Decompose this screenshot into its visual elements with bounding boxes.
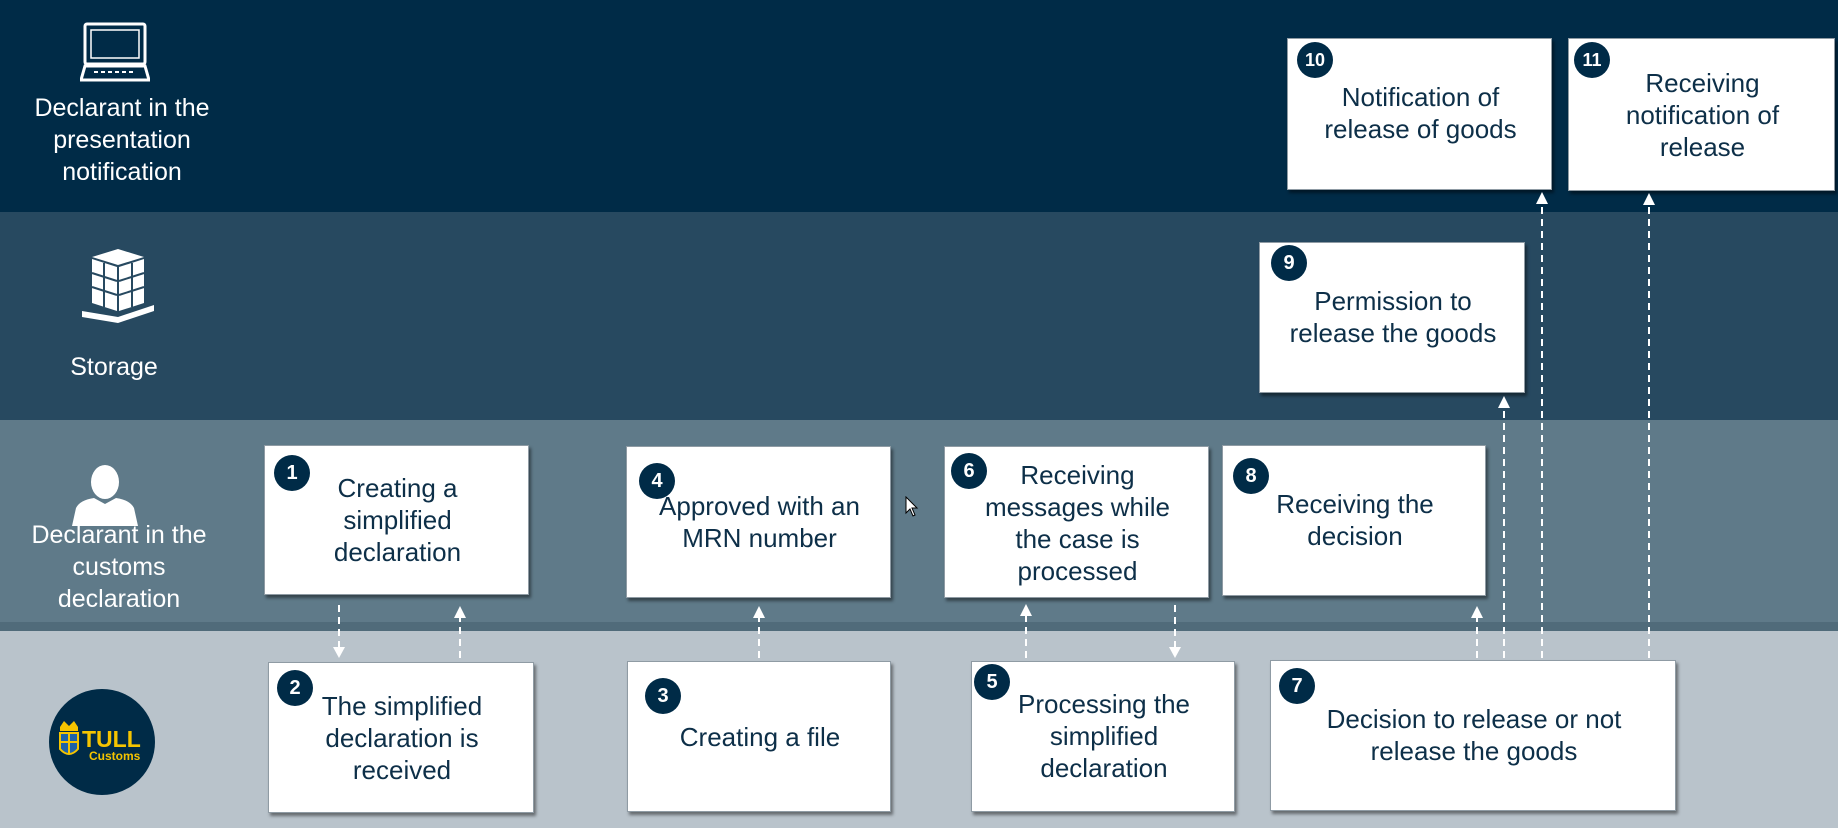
step-5-box: Processing the simplified declaration 5 <box>971 661 1235 812</box>
step-7-badge: 7 <box>1279 668 1315 704</box>
step-4-box: Approved with an MRN number 4 <box>626 446 891 598</box>
step-1-badge: 1 <box>274 455 310 491</box>
step-11-badge: 11 <box>1574 42 1610 78</box>
step-8-badge: 8 <box>1233 458 1269 494</box>
step-8-box: Receiving the decision 8 <box>1222 445 1486 596</box>
step-9-text: Permission to release the goods <box>1289 286 1497 348</box>
mouse-cursor-icon <box>905 496 919 517</box>
step-10-badge: 10 <box>1297 42 1333 78</box>
step-2-badge: 2 <box>277 670 313 706</box>
pallet-boxes-icon <box>82 249 154 323</box>
step-10-text: Notification of release of goods <box>1324 82 1517 144</box>
step-3-badge: 3 <box>645 678 681 714</box>
lane-presentation-notification <box>0 0 1838 212</box>
step-11-box: Receiving notification of release 11 <box>1568 38 1835 191</box>
step-4-badge: 4 <box>639 463 675 499</box>
step-10-box: Notification of release of goods 10 <box>1287 38 1552 190</box>
lane-label-customs-declaration: Declarant in the customs declaration <box>31 521 207 613</box>
step-6-text: Receiving messages while the case is pro… <box>985 460 1170 586</box>
step-7-text: Decision to release or not release the g… <box>1326 704 1622 766</box>
lane-label-storage: Storage <box>70 353 158 381</box>
lane-storage <box>0 212 1838 420</box>
logo-customs-text: Customs <box>89 749 141 763</box>
step-9-box: Permission to release the goods 9 <box>1259 242 1525 393</box>
step-11-text: Receiving notification of release <box>1625 68 1780 162</box>
step-6-badge: 6 <box>951 453 987 489</box>
laptop-icon <box>80 22 150 82</box>
step-3-box: Creating a file 3 <box>627 661 891 812</box>
step-6-box: Receiving messages while the case is pro… <box>944 446 1209 598</box>
step-3-text: Creating a file <box>679 722 841 752</box>
person-icon <box>72 465 138 526</box>
step-5-text: Processing the simplified declaration <box>1018 689 1190 783</box>
step-1-text: Creating a simplified declaration <box>333 473 462 567</box>
logo-tull-text: TULL <box>82 726 141 752</box>
step-2-text: The simplified declaration is received <box>321 691 483 785</box>
step-1-box: Creating a simplified declaration 1 <box>264 445 529 595</box>
step-8-text: Receiving the decision <box>1276 489 1434 551</box>
step-9-badge: 9 <box>1271 245 1307 281</box>
step-4-text: Approved with an MRN number <box>659 491 860 553</box>
step-2-box: The simplified declaration is received 2 <box>268 662 534 813</box>
crown-shield-icon <box>59 721 79 755</box>
step-7-box: Decision to release or not release the g… <box>1270 660 1676 811</box>
lane-label-presentation: Declarant in the presentation notificati… <box>34 94 210 186</box>
step-5-badge: 5 <box>974 664 1010 700</box>
tull-customs-logo: TULL Customs <box>49 689 155 795</box>
lane-divider <box>0 622 1838 631</box>
